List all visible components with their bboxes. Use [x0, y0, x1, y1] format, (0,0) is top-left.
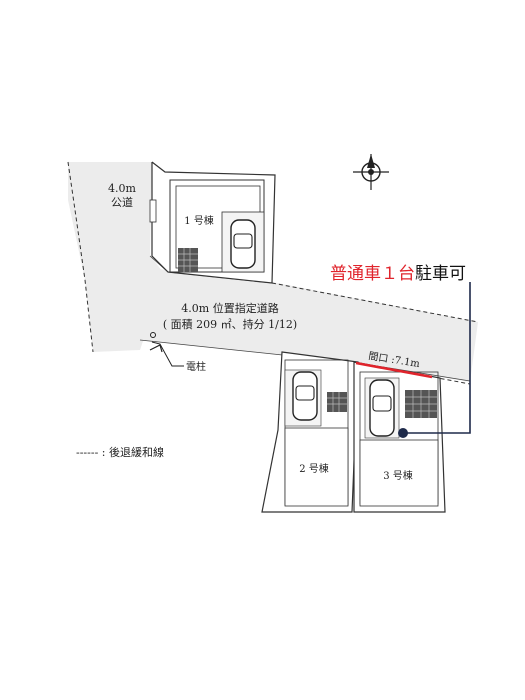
car-1-icon	[230, 219, 256, 269]
public-road-name-label: 公道	[111, 195, 133, 209]
parking-label: 普通車１台駐車可	[330, 264, 466, 284]
designated-road-label: 4.0m 位置指定道路	[181, 301, 278, 315]
setback-line-west	[67, 161, 94, 353]
frontage-line	[355, 361, 433, 379]
car-3-icon	[369, 379, 395, 437]
lot-1	[149, 161, 276, 284]
designated-road	[140, 268, 478, 382]
car-2-icon	[292, 371, 318, 421]
designated-road-area-label: ( 面積 209 ㎡、持分 1/12)	[163, 317, 297, 331]
public-road-width-label: 4.0m	[108, 182, 136, 195]
parking-callout	[398, 282, 471, 438]
utility-pole-icon	[149, 332, 184, 367]
building-3-label: 3 号棟	[383, 469, 413, 482]
lot-3	[353, 361, 446, 513]
north-arrow-icon	[353, 154, 389, 190]
setback-legend: ------ : 後退緩和線	[76, 445, 164, 459]
building-1-label: 1 号棟	[184, 214, 214, 227]
public-road	[68, 162, 165, 352]
utility-pole-label: 電柱	[186, 360, 206, 373]
parking-label-red: 普通車１台	[330, 264, 415, 284]
building-2-label: 2 号棟	[299, 462, 329, 475]
parking-label-black: 駐車可	[415, 264, 466, 284]
